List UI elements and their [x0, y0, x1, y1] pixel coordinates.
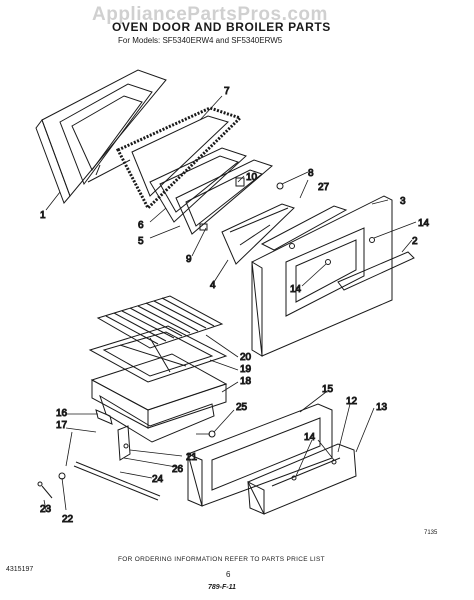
part-27-top-strip[interactable] — [260, 205, 348, 251]
callout-25: 25 — [236, 402, 248, 413]
callout-14-door: 14 — [418, 218, 430, 229]
callout-12: 12 — [346, 396, 358, 407]
callout-22: 22 — [62, 514, 74, 525]
part-21-bracket[interactable] — [117, 425, 131, 461]
callout-16: 16 — [56, 408, 68, 419]
callout-14-door-lower: 14 — [290, 284, 302, 295]
callout-6: 6 — [138, 220, 144, 231]
part-12-broiler-handle[interactable] — [247, 443, 357, 515]
callout-23: 23 — [40, 504, 52, 515]
part-23-screw[interactable] — [37, 481, 53, 499]
callout-13: 13 — [376, 402, 388, 413]
ordering-note: FOR ORDERING INFORMATION REFER TO PARTS … — [118, 556, 325, 563]
part-19-broiler-pan[interactable] — [88, 325, 228, 383]
part-6-inner-glass[interactable] — [149, 147, 247, 223]
part-1-inner-door-panel[interactable] — [35, 69, 167, 204]
callout-24: 24 — [152, 474, 164, 485]
part-4-outer-glass[interactable] — [221, 203, 295, 265]
callout-26: 26 — [172, 464, 184, 475]
part-8-screw[interactable] — [276, 182, 284, 190]
document-number: 4315197 — [6, 566, 34, 573]
part-24-rod[interactable] — [73, 461, 161, 501]
callout-17: 17 — [56, 420, 68, 431]
callout-19: 19 — [240, 364, 252, 375]
callout-4: 4 — [210, 280, 216, 291]
callout-21: 21 — [186, 452, 198, 463]
callout-1: 1 — [40, 210, 46, 221]
callout-27: 27 — [318, 182, 330, 193]
page-number: 6 — [226, 570, 231, 579]
leader-lines — [43, 95, 417, 511]
watermark: AppliancePartsPros.com — [92, 4, 328, 25]
callout-5: 5 — [138, 236, 144, 247]
callout-9: 9 — [186, 254, 192, 265]
handwritten-note: 789-F-11 — [208, 584, 236, 591]
callout-2: 2 — [412, 236, 418, 247]
model-subtitle: For Models: SF5340ERW4 and SF5340ERW5 — [118, 36, 283, 45]
part-18-broiler-drawer[interactable] — [90, 353, 228, 443]
part-3-outer-door[interactable] — [251, 195, 393, 357]
figure-code: 7135 — [424, 530, 438, 536]
callout-14-broiler: 14 — [304, 432, 316, 443]
part-20-broiler-grid[interactable] — [96, 295, 224, 349]
part-2-door-handle[interactable] — [337, 251, 415, 291]
part-7-door-gasket[interactable] — [115, 106, 243, 211]
callout-8: 8 — [308, 168, 314, 179]
callout-3: 3 — [400, 196, 406, 207]
callout-15: 15 — [322, 384, 334, 395]
callout-18: 18 — [240, 376, 252, 387]
diagram-title: OVEN DOOR AND BROILER PARTS — [112, 20, 331, 34]
callout-10: 10 — [246, 172, 258, 183]
part-16-slide-bracket[interactable] — [95, 409, 113, 425]
part-5-glass-pack[interactable] — [175, 159, 273, 235]
callout-20: 20 — [240, 352, 252, 363]
part-15-broiler-door[interactable] — [187, 403, 333, 507]
callout-7: 7 — [224, 86, 230, 97]
